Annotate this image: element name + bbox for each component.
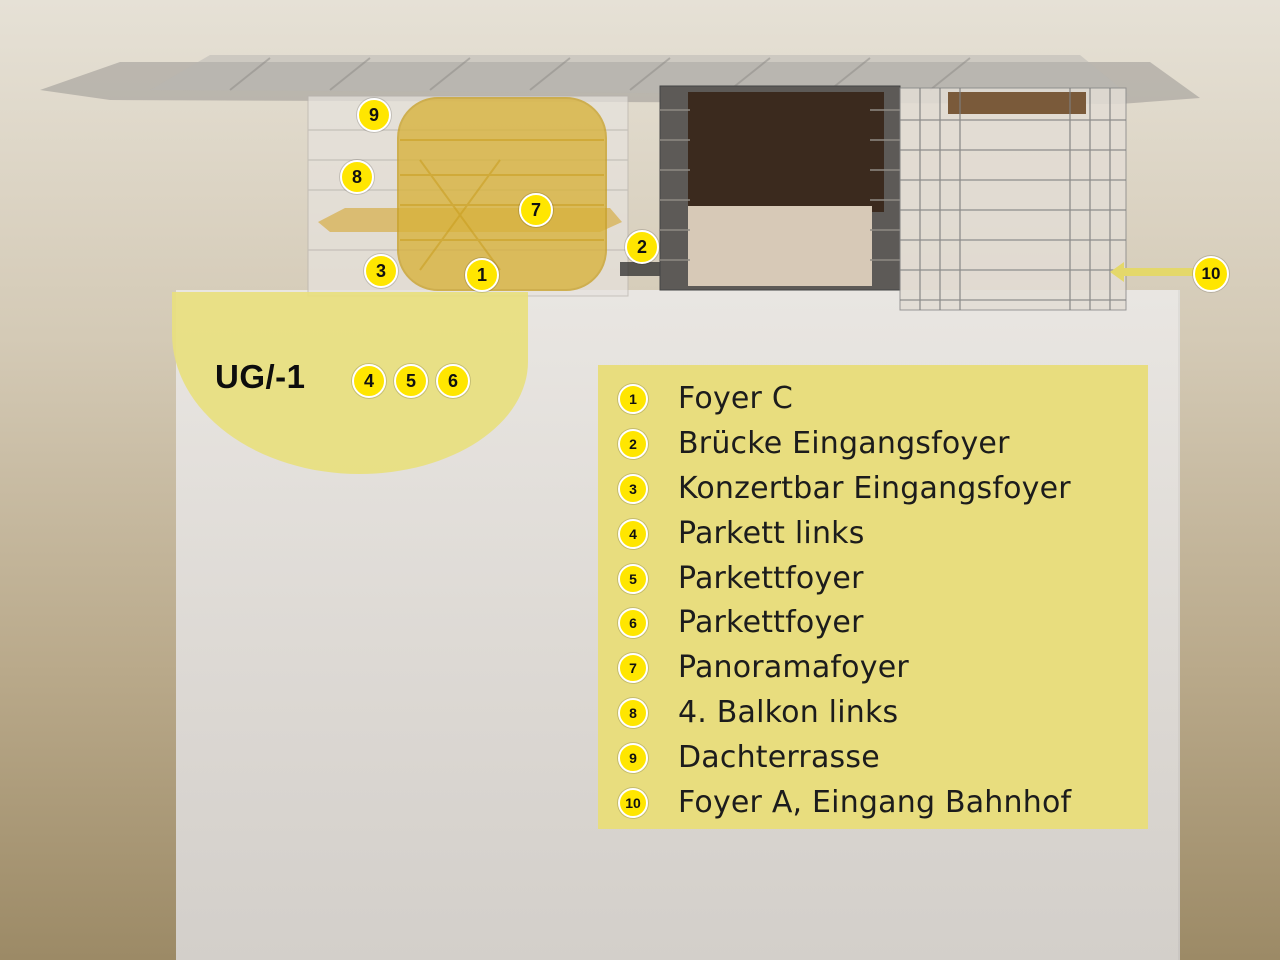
legend-number-badge: 6 [618, 608, 648, 639]
level-badge-4[interactable]: 4 [352, 364, 386, 398]
legend-item[interactable]: 3 Konzertbar Eingangsfoyer [618, 467, 1148, 512]
level-badge-6[interactable]: 6 [436, 364, 470, 398]
legend-label: Parkett links [678, 515, 865, 551]
right-office-building [899, 87, 1127, 311]
legend-label: Foyer A, Eingang Bahnhof [678, 784, 1072, 820]
legend-number-badge: 5 [618, 563, 648, 594]
legend-label: Konzertbar Eingangsfoyer [678, 470, 1071, 506]
legend-box: 1 Foyer C 2 Brücke Eingangsfoyer 3 Konzertb… [598, 365, 1148, 829]
entrance-arrow [1110, 262, 1194, 282]
legend-label: Parkettfoyer [678, 560, 864, 596]
legend-number-badge: 10 [618, 787, 648, 818]
legend-number-badge: 1 [618, 384, 648, 415]
marker-10[interactable]: 10 [1193, 256, 1229, 292]
legend-number-badge: 9 [618, 742, 648, 773]
legend-item[interactable]: 8 4. Balkon links [618, 691, 1148, 736]
concert-hall-volume [397, 97, 607, 291]
marker-2[interactable]: 2 [625, 230, 659, 264]
right-roof-band [948, 92, 1086, 114]
level-label: UG/-1 [215, 358, 306, 395]
level-badge-5[interactable]: 5 [394, 364, 428, 398]
marker-8[interactable]: 8 [340, 160, 374, 194]
legend-item[interactable]: 6 Parkettfoyer [618, 601, 1148, 646]
roof-ridges [229, 57, 971, 91]
bridge [620, 262, 662, 276]
legend-number-badge: 3 [618, 473, 648, 504]
legend-item[interactable]: 10 Foyer A, Eingang Bahnhof [618, 780, 1148, 825]
legend-item[interactable]: 7 Panoramafoyer [618, 646, 1148, 691]
legend-label: 4. Balkon links [678, 694, 899, 730]
legend-label: Dachterrasse [678, 739, 880, 775]
legend-label: Foyer C [678, 381, 793, 417]
marker-9[interactable]: 9 [357, 98, 391, 132]
hall-interior [688, 92, 884, 212]
legend-number-badge: 7 [618, 653, 648, 684]
legend-label: Brücke Eingangsfoyer [678, 426, 1010, 462]
legend-label: Panoramafoyer [678, 650, 909, 686]
legend-label: Parkettfoyer [678, 605, 864, 641]
marker-3[interactable]: 3 [364, 254, 398, 288]
legend-item[interactable]: 2 Brücke Eingangsfoyer [618, 422, 1148, 467]
legend-item[interactable]: 9 Dachterrasse [618, 735, 1148, 780]
legend-list: 1 Foyer C 2 Brücke Eingangsfoyer 3 Konzertb… [598, 365, 1148, 825]
hall-stage [688, 206, 872, 286]
marker-7[interactable]: 7 [519, 193, 553, 227]
marker-1[interactable]: 1 [465, 258, 499, 292]
legend-item[interactable]: 1 Foyer C [618, 377, 1148, 422]
level-badges: 4 5 6 [352, 364, 470, 398]
legend-item[interactable]: 4 Parkett links [618, 511, 1148, 556]
legend-item[interactable]: 5 Parkettfoyer [618, 556, 1148, 601]
legend-number-badge: 4 [618, 518, 648, 549]
legend-number-badge: 2 [618, 429, 648, 460]
legend-number-badge: 8 [618, 697, 648, 728]
